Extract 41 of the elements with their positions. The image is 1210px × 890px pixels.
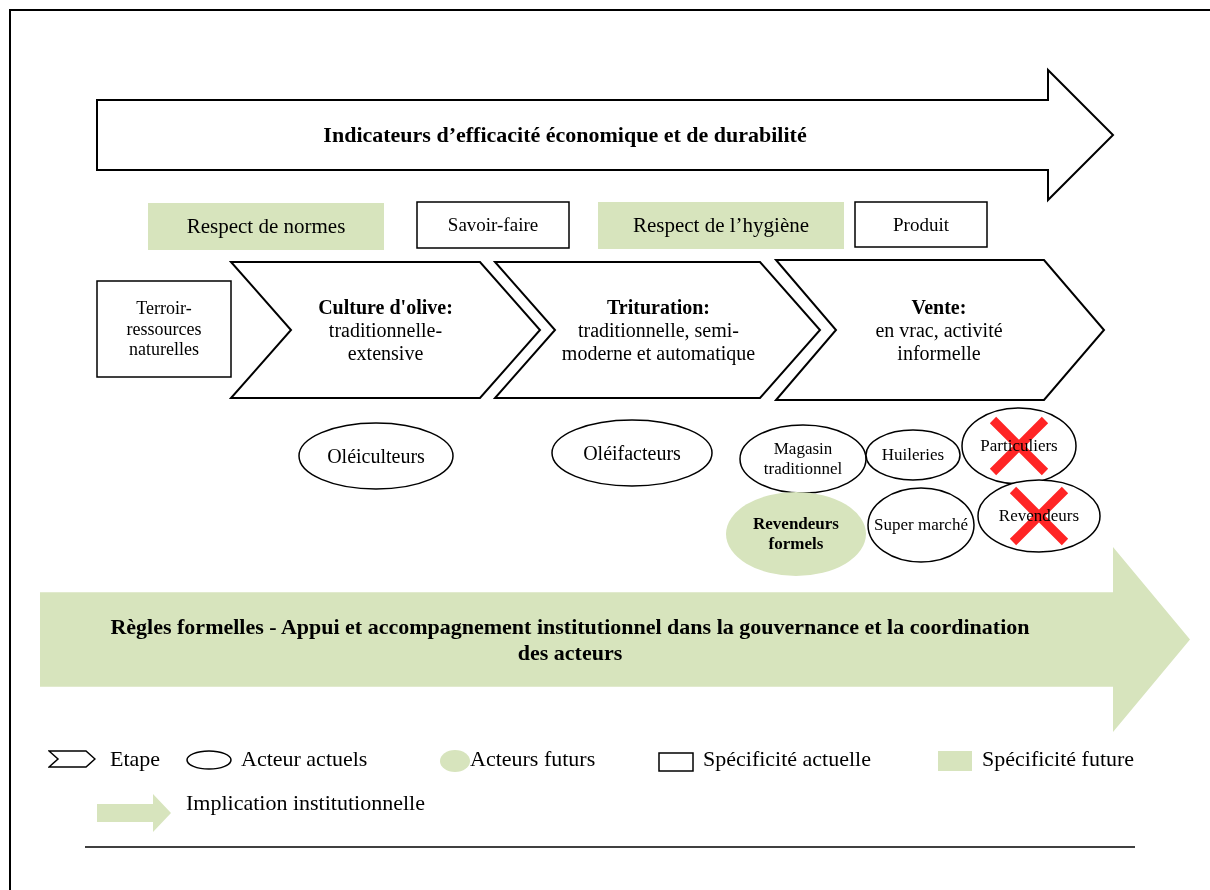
actor-oval	[299, 423, 453, 489]
node-label: Respect de normes	[186, 214, 346, 239]
step-title: Culture d'olive:	[318, 295, 453, 319]
actor-oval	[868, 488, 974, 562]
specificity-box	[148, 203, 384, 250]
legend-label: Etape	[110, 746, 161, 772]
node-label: Terroir-ressources naturelles	[125, 297, 203, 361]
node-label: traditionnelle-extensive	[327, 318, 444, 365]
node-label: traditionnelle, semi-moderne et automatique	[560, 318, 757, 365]
actor-oval	[866, 430, 960, 480]
step-title: Trituration:	[607, 295, 710, 319]
legend-label: Implication institutionnelle	[186, 790, 425, 816]
node-label: Produit	[893, 213, 949, 236]
node-label: Oléifacteurs	[583, 441, 681, 465]
node-label: Oléiculteurs	[327, 444, 425, 468]
legend-label: Acteurs futurs	[470, 746, 596, 772]
legend-label: Acteur actuels	[241, 746, 368, 772]
step-title: Vente:	[911, 295, 967, 319]
process-step-shape	[495, 262, 820, 398]
arrow-banner	[40, 547, 1190, 732]
process-step-shape	[776, 260, 1104, 400]
specificity-box	[97, 281, 231, 377]
process-step-shape	[231, 262, 540, 398]
node-label: Indicateurs d’efficacité économique et de durabilité	[323, 122, 807, 148]
legend-label: Spécificité actuelle	[703, 746, 871, 772]
specificity-box	[855, 202, 987, 247]
specificity-box	[417, 202, 569, 248]
specificity-box	[598, 202, 844, 249]
legend-label: Spécificité future	[982, 746, 1135, 772]
node-label: Magasin traditionnel	[762, 439, 844, 479]
node-label: Huileries	[881, 445, 945, 465]
actor-oval	[740, 425, 866, 493]
node-label: Règles formelles - Appui et accompagnement institutionnel dans la gouvernance et la coordination des acteurs	[109, 614, 1031, 665]
actor-oval	[552, 420, 712, 486]
node-label: Super marché	[874, 515, 968, 535]
node-label: Respect de l’hygiène	[632, 213, 810, 238]
actor-oval	[726, 492, 866, 576]
node-label: Revendeurs formels	[752, 514, 840, 554]
arrow-banner	[97, 70, 1113, 200]
node-label: en vrac, activité informelle	[874, 318, 1004, 365]
node-label: Savoir-faire	[447, 214, 539, 236]
